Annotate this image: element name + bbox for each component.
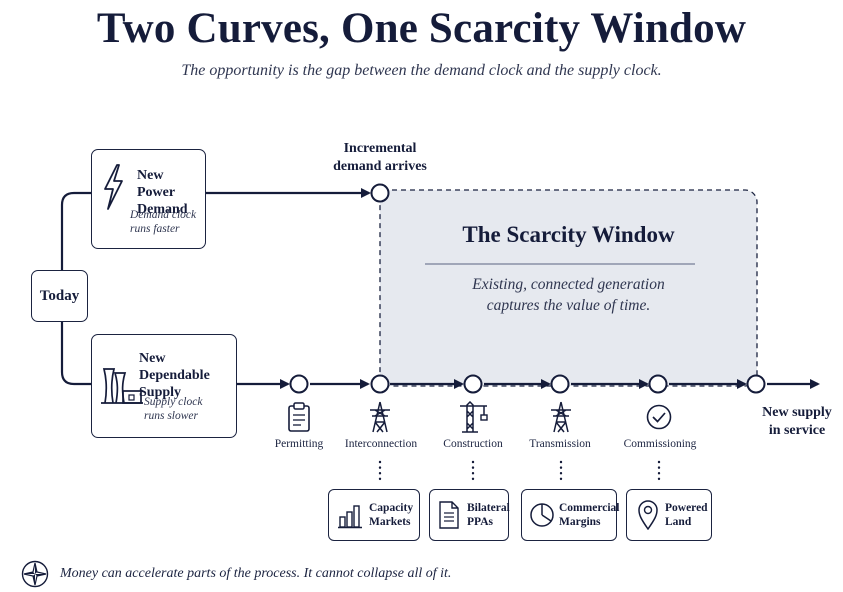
stage-label-permitting: Permitting <box>274 438 324 450</box>
page-subtitle: The opportunity is the gap between the d… <box>181 62 662 79</box>
lever-capacity-markets: Capacity Markets <box>328 489 420 541</box>
milestone-construction <box>463 374 483 394</box>
demand-note: Demand clock runs faster <box>130 209 197 235</box>
lever-commercial-margins: Commercial Margins <box>521 489 619 541</box>
transmission-tower-icon <box>370 401 390 433</box>
checkmark-circle-icon <box>646 404 672 430</box>
power-plant-icon <box>101 368 143 404</box>
demand-arrival-label: Incremental demand arrives <box>333 141 427 174</box>
demand-title: New Power Demand <box>137 168 188 217</box>
lightning-bolt-icon <box>104 164 123 210</box>
pie-chart-icon <box>530 503 554 527</box>
crane-icon <box>460 401 488 433</box>
stage-label-interconnection: Interconnection <box>344 438 418 450</box>
milestone-commissioning <box>648 374 668 394</box>
compass-icon <box>21 560 49 588</box>
lever-powered-land: Powered Land <box>626 489 712 541</box>
stage-label-construction: Construction <box>443 438 503 450</box>
document-icon <box>439 501 459 529</box>
scarcity-window-title: The Scarcity Window <box>462 222 675 247</box>
scarcity-window-text: Existing, connected generation captures … <box>472 276 665 314</box>
milestone-transmission <box>550 374 570 394</box>
milestone-interconnection <box>370 374 390 394</box>
demand-box: New Power Demand Demand clock runs faste… <box>91 149 206 249</box>
dotted-connectors <box>378 460 661 484</box>
today-branch-line <box>60 191 92 386</box>
supply-end-label: New supply in service <box>762 405 832 438</box>
stage-label-commissioning: Commissioning <box>623 438 697 450</box>
stage-label-transmission: Transmission <box>529 438 591 450</box>
transmission-tower-icon <box>551 401 571 433</box>
milestone-in-service <box>746 374 766 394</box>
footer-note: Money can accelerate parts of the proces… <box>60 566 452 581</box>
demand-arrival-milestone <box>370 183 390 203</box>
today-box: Today <box>31 270 88 322</box>
supply-note: Supply clock runs slower <box>144 396 203 422</box>
today-label: Today <box>39 287 80 304</box>
milestone-permitting <box>289 374 309 394</box>
supply-box: New Dependable Supply Supply clock runs … <box>91 334 237 438</box>
location-pin-icon <box>638 500 658 530</box>
page-title: Two Curves, One Scarcity Window <box>96 5 747 52</box>
bar-chart-icon <box>338 505 362 529</box>
lever-bilateral-ppas: Bilateral PPAs <box>429 489 510 541</box>
supply-title: New Dependable Supply <box>139 351 210 400</box>
clipboard-icon <box>288 402 310 432</box>
